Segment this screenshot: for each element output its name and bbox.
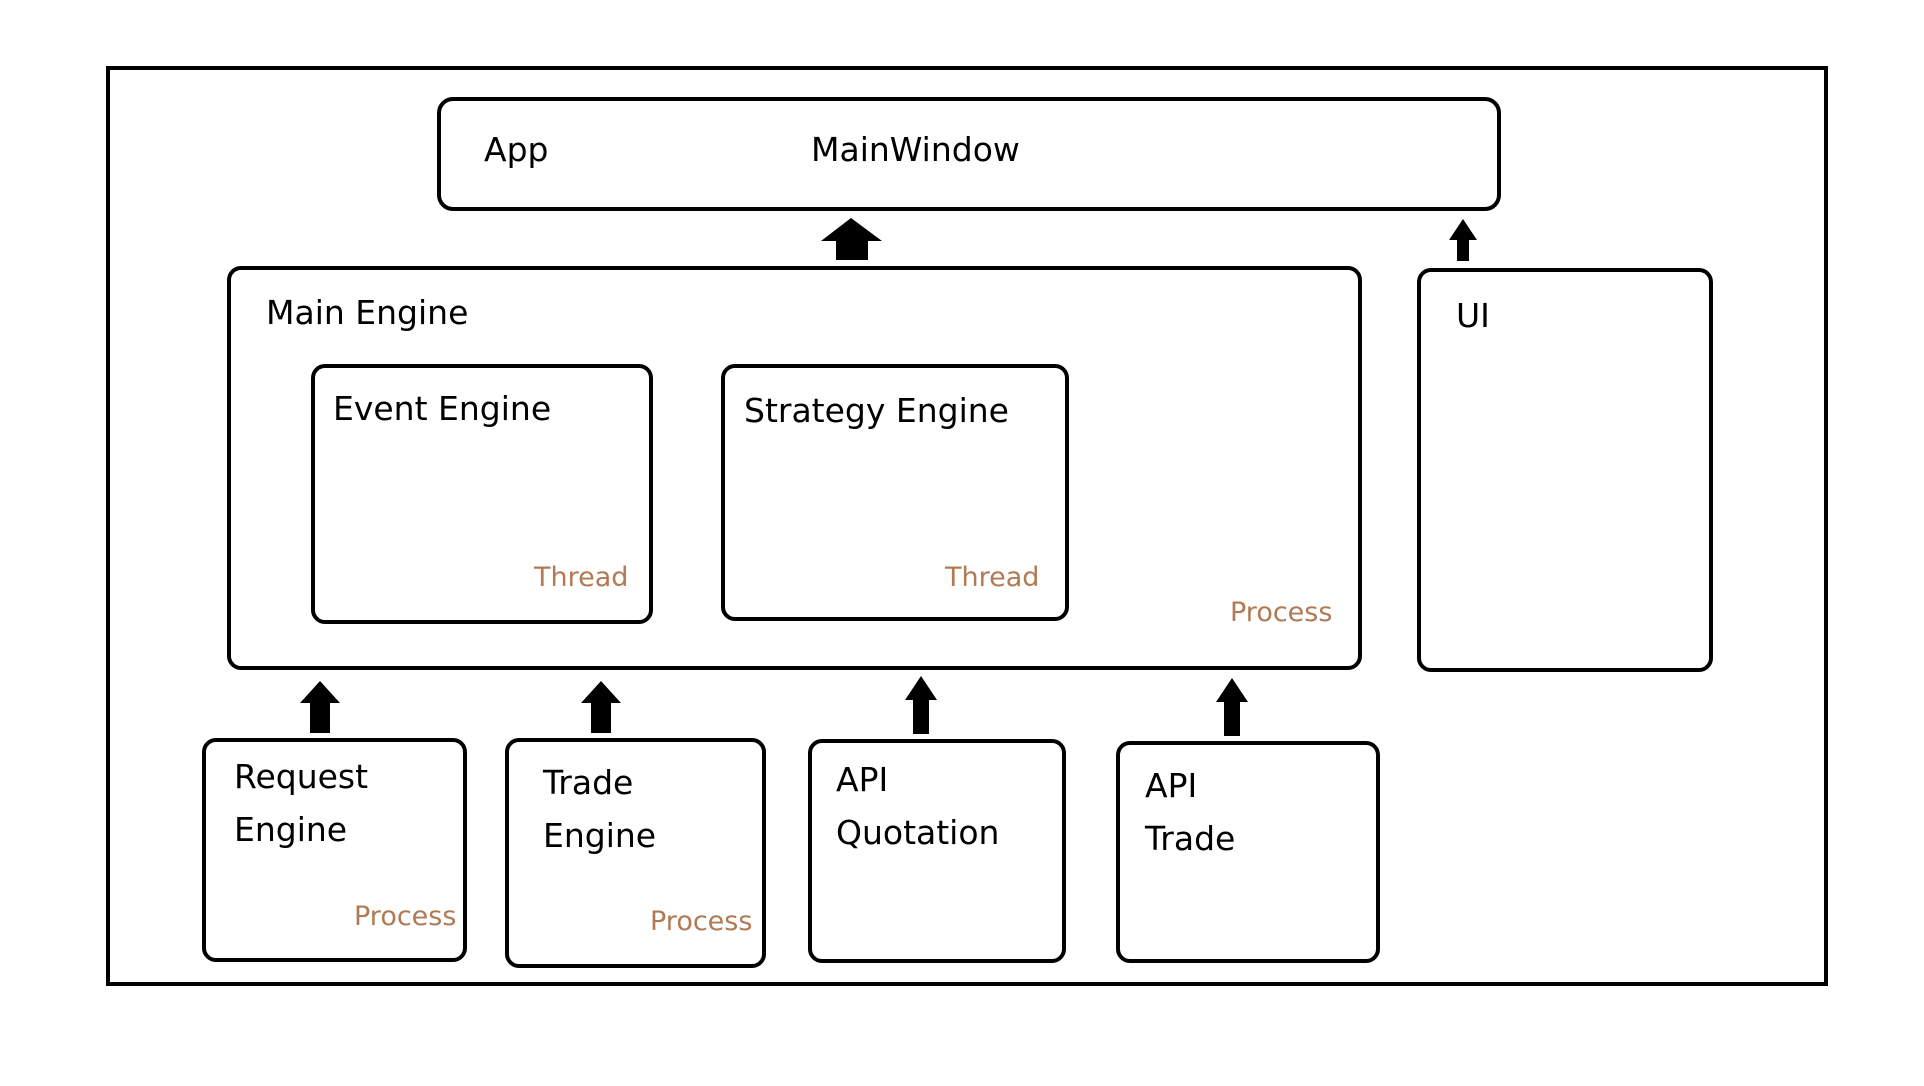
api-quotation-label: API Quotation: [836, 760, 1000, 852]
main-engine-box: Main Engine Process Event Engine Thread …: [227, 266, 1362, 670]
main-window-label: MainWindow: [811, 130, 1020, 169]
api-quotation-box: API Quotation: [808, 739, 1066, 963]
ui-label: UI: [1456, 296, 1490, 335]
strategy-engine-box: Strategy Engine Thread: [721, 364, 1069, 621]
request-engine-box: Request Engine Process: [202, 738, 467, 962]
main-engine-label: Main Engine: [266, 293, 469, 332]
trade-engine-box: Trade Engine Process: [505, 738, 766, 968]
event-engine-box: Event Engine Thread: [311, 364, 653, 624]
ui-box: UI: [1417, 268, 1713, 672]
event-engine-thread-tag: Thread: [534, 562, 629, 593]
api-trade-label: API Trade: [1145, 766, 1236, 858]
outer-frame: [106, 66, 1828, 986]
app-label: App: [484, 130, 549, 169]
api-trade-box: API Trade: [1116, 741, 1380, 963]
request-engine-label: Request Engine: [234, 757, 369, 849]
event-engine-label: Event Engine: [333, 389, 552, 428]
strategy-engine-thread-tag: Thread: [945, 562, 1040, 593]
trade-engine-label: Trade Engine: [543, 763, 657, 855]
request-engine-process-tag: Process: [354, 901, 457, 932]
main-engine-process-tag: Process: [1230, 597, 1333, 628]
trade-engine-process-tag: Process: [650, 906, 753, 937]
strategy-engine-label: Strategy Engine: [744, 391, 1009, 430]
app-box: App MainWindow: [437, 97, 1501, 211]
